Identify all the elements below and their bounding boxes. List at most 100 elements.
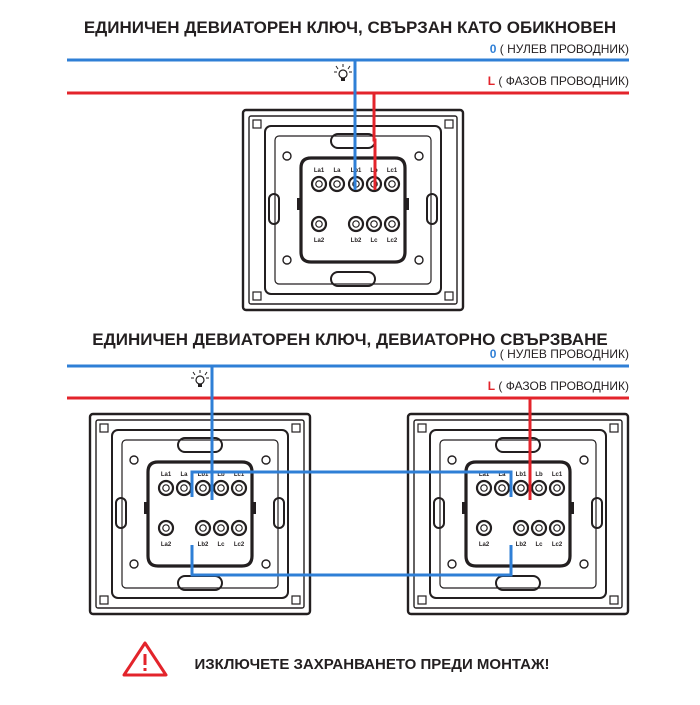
section2-neutral-label: ( НУЛЕВ ПРОВОДНИК) (500, 347, 629, 361)
terminal-label: La (333, 168, 341, 174)
terminal-screw-center (517, 484, 525, 492)
terminal-label: Lc1 (552, 472, 563, 478)
section2-phase-caption: L ( ФАЗОВ ПРОВОДНИК) (488, 379, 629, 393)
plate-slot-bottom (330, 271, 376, 287)
frame-corner (444, 291, 454, 301)
plate-hole (129, 455, 139, 465)
plate-slot-left (433, 497, 445, 529)
section1-neutral-label: ( НУЛЕВ ПРОВОДНИК) (500, 42, 629, 56)
terminal-label: Lc2 (387, 238, 398, 244)
block-tab (462, 502, 466, 514)
terminal-label: Lb1 (198, 472, 209, 478)
terminal-screw-center (535, 484, 543, 492)
terminal-label: Lb2 (516, 542, 527, 548)
section1-phase-label: ( ФАЗОВ ПРОВОДНИК) (498, 74, 629, 88)
plate-slot-left (268, 193, 280, 225)
terminal-label: Lb (535, 472, 543, 478)
terminal-label: Lb1 (516, 472, 527, 478)
section2-neutral-caption: 0 ( НУЛЕВ ПРОВОДНИК) (490, 347, 629, 361)
frame-inner (248, 115, 458, 305)
frame-corner (417, 423, 427, 433)
block-tab (570, 502, 574, 514)
terminal-screw-center (199, 524, 207, 532)
lamp-icon (191, 370, 209, 387)
frame-corner (417, 595, 427, 605)
terminal-label: La2 (479, 542, 490, 548)
frame-outer (88, 412, 312, 616)
terminal-screw-center (315, 180, 323, 188)
terminal-screw-center (553, 484, 561, 492)
plate-hole (129, 559, 139, 569)
plate-hole (414, 151, 424, 161)
mounting-plate (429, 429, 607, 599)
block-tab (297, 198, 301, 210)
warning-text: ИЗКЛЮЧЕТЕ ЗАХРАНВАНЕТО ПРЕДИ МОНТАЖ! (195, 656, 550, 673)
plate-hole (447, 559, 457, 569)
frame-corner (99, 595, 109, 605)
plate-hole (414, 255, 424, 265)
frame-corner (252, 291, 262, 301)
terminal-screw-center (535, 524, 543, 532)
section1-neutral-caption: 0 ( НУЛЕВ ПРОВОДНИК) (490, 42, 629, 56)
plate-hole (282, 255, 292, 265)
terminal-screw-center (517, 524, 525, 532)
terminal-screw-center (217, 524, 225, 532)
block-tab (405, 198, 409, 210)
section1-phase-drop (372, 93, 377, 190)
terminal-screw-center (498, 484, 506, 492)
terminal-screw-center (235, 484, 243, 492)
terminal-label: Lc2 (234, 542, 245, 548)
terminal-screw-center (180, 484, 188, 492)
terminal-screw-center (370, 220, 378, 228)
terminal-label: La (498, 472, 506, 478)
terminal-label: Lc (535, 542, 543, 548)
terminal-label: Lb (217, 472, 225, 478)
terminal-label: La1 (479, 472, 490, 478)
terminal-label: Lc1 (234, 472, 245, 478)
lamp-icon (334, 64, 352, 81)
frame-corner (291, 423, 301, 433)
terminal-label: Lb2 (198, 542, 209, 548)
section1-phase-code: L (488, 74, 495, 88)
frame-outer (406, 412, 630, 616)
terminal-screw-center (162, 484, 170, 492)
terminal-screw-center (388, 180, 396, 188)
terminal-label: Lc2 (552, 542, 563, 548)
terminal-screw-center (315, 220, 323, 228)
plate-hole (282, 151, 292, 161)
terminal-label: Lc (217, 542, 225, 548)
frame-corner (99, 423, 109, 433)
plate-slot-right (591, 497, 603, 529)
plate-slot-right (273, 497, 285, 529)
plate-slot-top (495, 437, 541, 453)
frame-outer (241, 108, 465, 312)
terminal-screw-center (333, 180, 341, 188)
terminal-screw-center (480, 484, 488, 492)
traveller-wire-upper (190, 470, 513, 497)
terminal-screw-center (553, 524, 561, 532)
frame-corner (252, 119, 262, 129)
section2-title: ЕДИНИЧЕН ДЕВИАТОРЕН КЛЮЧ, ДЕВИАТОРНО СВЪ… (92, 330, 607, 349)
terminal-label: La1 (161, 472, 172, 478)
plate-slot-bottom (495, 575, 541, 591)
terminal-label: La2 (161, 542, 172, 548)
plate-hole (261, 559, 271, 569)
terminal-screw-center (162, 524, 170, 532)
frame-corner (609, 595, 619, 605)
section2-phase-label: ( ФАЗОВ ПРОВОДНИК) (498, 379, 629, 393)
terminal-screw-center (480, 524, 488, 532)
terminal-label: Lc (370, 238, 378, 244)
mounting-plate (111, 429, 289, 599)
terminal-label: La (180, 472, 188, 478)
terminal-label: La2 (314, 238, 325, 244)
terminal-screw-center (388, 220, 396, 228)
traveller-wire-lower (190, 545, 513, 577)
block-tab (252, 502, 256, 514)
frame-corner (444, 119, 454, 129)
section2-phase-code: L (488, 379, 495, 393)
frame-inner (95, 419, 305, 609)
plate-slot-right (426, 193, 438, 225)
